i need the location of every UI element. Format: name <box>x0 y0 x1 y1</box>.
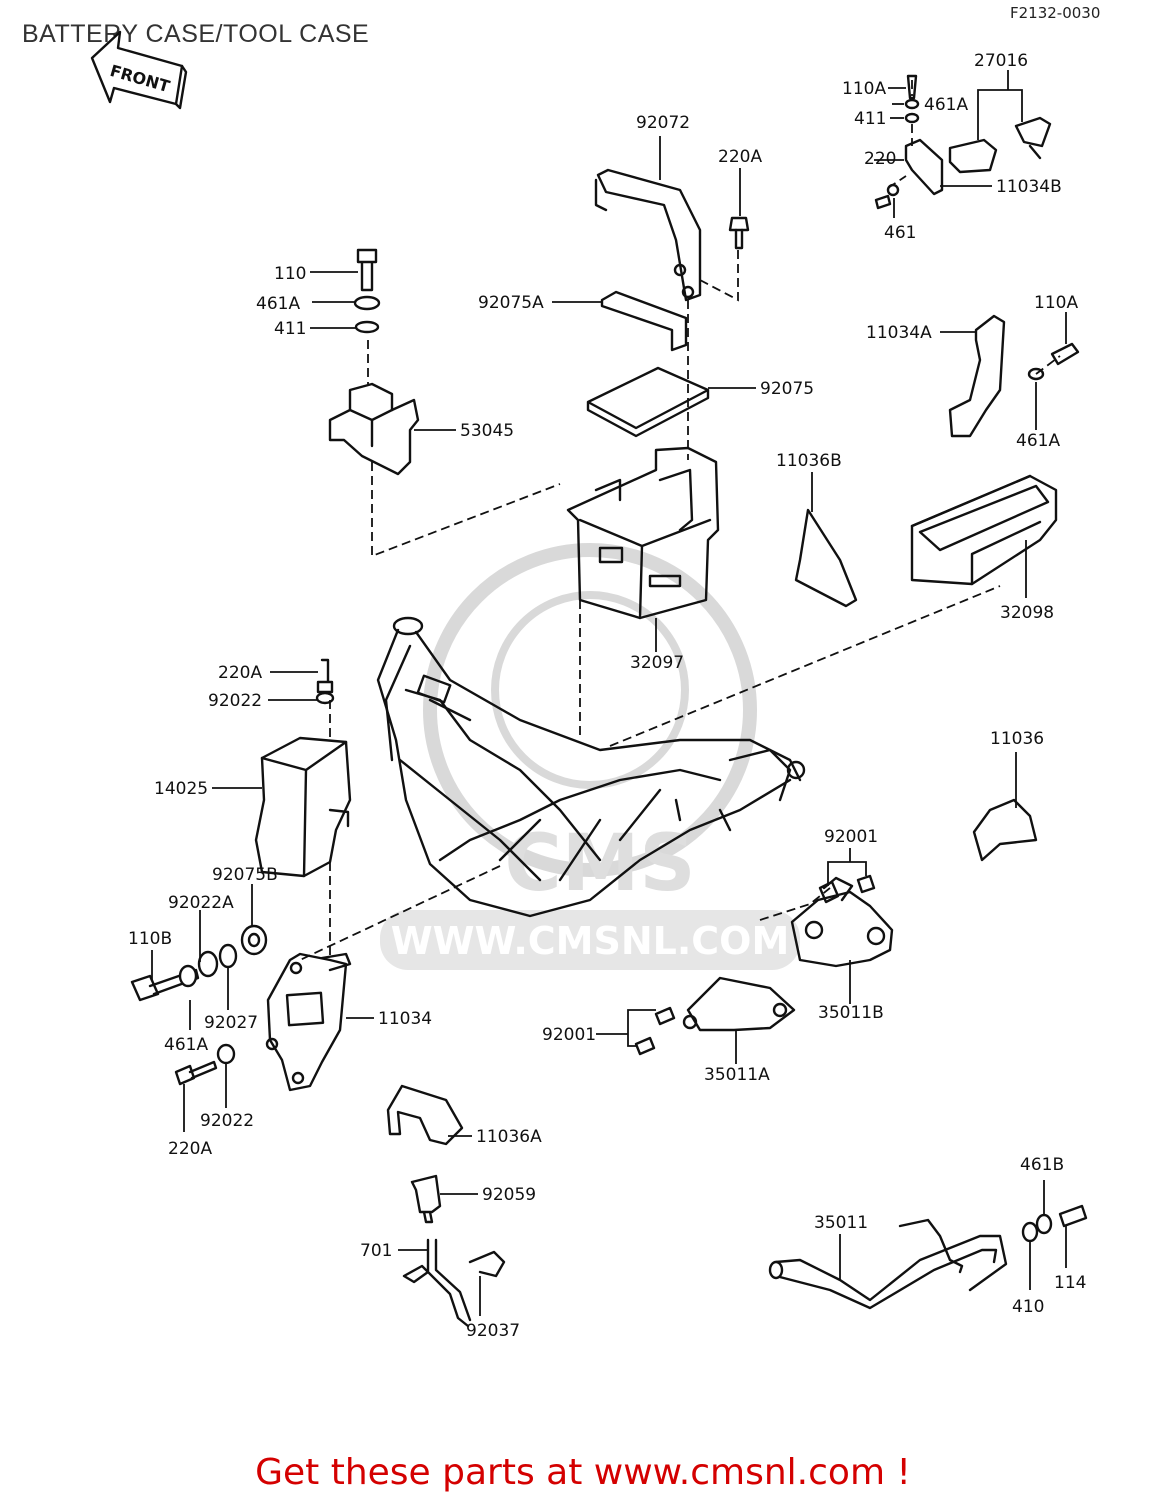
part-35011 <box>768 1218 1008 1310</box>
callout-23: 14025 <box>154 779 208 799</box>
callout-30: 11034 <box>378 1009 432 1029</box>
part-92072 <box>594 168 702 302</box>
callout-35: 92022 <box>200 1111 254 1131</box>
callout-28: 92027 <box>204 1013 258 1033</box>
part-35011B <box>790 874 894 968</box>
callout-39: 461B <box>1020 1155 1064 1175</box>
leader-lines <box>151 70 1067 1316</box>
cta-link[interactable]: Get these parts at www.cmsnl.com ! <box>255 1452 911 1493</box>
callout-13: 92075 <box>760 379 814 399</box>
callout-31: 92001 <box>824 827 878 847</box>
callout-44: 114 <box>1054 1273 1086 1293</box>
callout-20: 32097 <box>630 653 684 673</box>
callout-14: 53045 <box>460 421 514 441</box>
front-arrow: FRONT <box>90 30 188 110</box>
callout-22: 92022 <box>208 691 262 711</box>
callout-26: 92022A <box>168 893 234 913</box>
callout-41: 701 <box>360 1241 392 1261</box>
callout-16: 110A <box>1034 293 1078 313</box>
part-461B-410-114 <box>1021 1204 1088 1243</box>
page-title: BATTERY CASE/TOOL CASE <box>22 20 370 48</box>
callout-25: 92075B <box>212 865 278 885</box>
part-92059 <box>410 1174 442 1224</box>
callout-1: 461A <box>924 95 968 115</box>
front-arrow-shadow <box>174 64 188 110</box>
callout-2: 411 <box>854 109 886 129</box>
assembly-lines <box>299 80 1061 961</box>
part-220A-top <box>728 216 750 250</box>
callout-3: 27016 <box>974 51 1028 71</box>
watermark: CMS WWW.CMSNL.COM <box>380 543 800 970</box>
callout-34: 35011A <box>704 1065 770 1085</box>
frame-assembly <box>376 616 806 918</box>
callout-7: 92072 <box>636 113 690 133</box>
callout-8: 220A <box>718 147 762 167</box>
part-11036B <box>794 508 858 608</box>
callout-6: 461 <box>884 223 916 243</box>
diagram-ref-code: F2132-0030 <box>1010 4 1101 22</box>
part-92037 <box>468 1250 506 1278</box>
callout-37: 11036A <box>476 1127 542 1147</box>
watermark-url: WWW.CMSNL.COM <box>391 919 790 963</box>
callout-10: 461A <box>256 294 300 314</box>
callout-29: 461A <box>164 1035 208 1055</box>
watermark-band <box>380 910 800 970</box>
front-arrow-shape <box>90 30 184 106</box>
callout-43: 410 <box>1012 1297 1044 1317</box>
callout-21: 220A <box>218 663 262 683</box>
callout-42: 92037 <box>466 1321 520 1341</box>
part-11036A <box>386 1084 464 1146</box>
part-11036 <box>972 798 1038 862</box>
callout-17: 461A <box>1016 431 1060 451</box>
callout-33: 92001 <box>542 1025 596 1045</box>
part-53045 <box>328 382 420 476</box>
callout-15: 11034A <box>866 323 932 343</box>
part-110B-stack <box>130 924 268 1002</box>
part-14025 <box>254 736 352 878</box>
callout-24: 11036 <box>990 729 1044 749</box>
callout-27: 110B <box>128 929 172 949</box>
callout-11: 411 <box>274 319 306 339</box>
part-220A-92022-upper <box>315 658 335 705</box>
watermark-ring <box>423 543 757 877</box>
part-27016-assembly <box>874 74 1052 210</box>
callout-40: 35011 <box>814 1213 868 1233</box>
part-110-stack <box>353 248 381 334</box>
part-32097 <box>566 446 720 620</box>
callout-4: 220 <box>864 149 896 169</box>
callout-12: 92075A <box>478 293 544 313</box>
callout-36: 220A <box>168 1139 212 1159</box>
part-32098 <box>910 474 1058 586</box>
callout-labels: 110A 461A 411 27016 220 11034B 461 92072… <box>128 51 1086 1341</box>
callout-5: 11034B <box>996 177 1062 197</box>
callout-0: 110A <box>842 79 886 99</box>
part-35011A <box>634 976 796 1056</box>
callout-9: 110 <box>274 264 306 284</box>
part-92075A <box>600 290 688 352</box>
callout-32: 35011B <box>818 1003 884 1023</box>
part-11034A <box>948 314 1080 438</box>
part-220A-92022-lower <box>174 1043 236 1086</box>
watermark-face <box>491 591 689 789</box>
callout-19: 32098 <box>1000 603 1054 623</box>
callout-18: 11036B <box>776 451 842 471</box>
watermark-logo: CMS <box>504 819 695 909</box>
part-11034 <box>265 952 352 1092</box>
part-701 <box>402 1238 472 1328</box>
part-92075 <box>586 366 710 438</box>
callout-38: 92059 <box>482 1185 536 1205</box>
